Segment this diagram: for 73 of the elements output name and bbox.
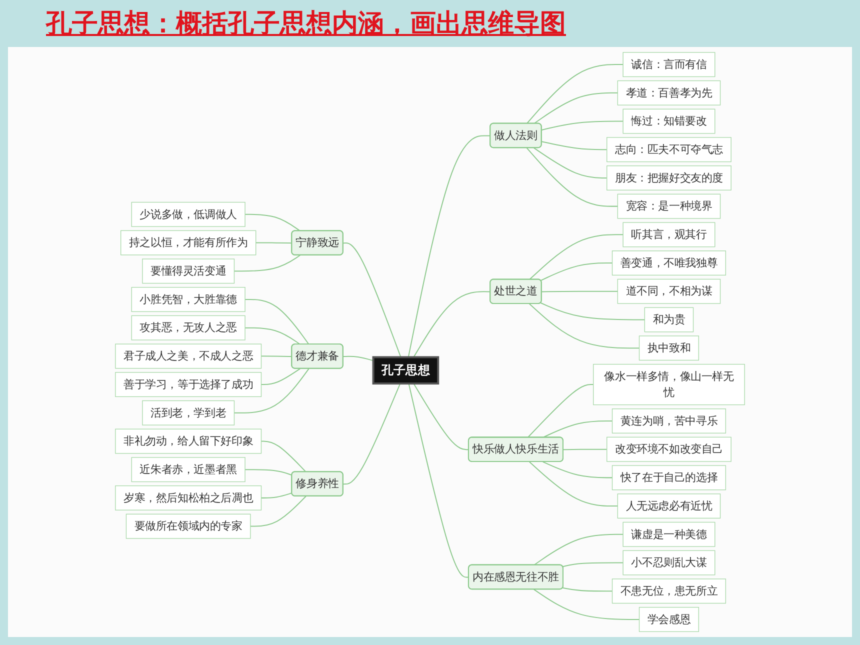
connector — [245, 327, 300, 345]
node-box: 朋友：把握好交友的度 — [606, 165, 732, 190]
node-box: 和为贵 — [644, 307, 694, 332]
title: 孔子思想：概括孔子思想内涵，画出思维导图 — [46, 8, 566, 41]
node-box: 志向：匹夫不可夺气志 — [606, 137, 732, 162]
connector — [540, 262, 612, 281]
connector — [534, 534, 624, 566]
connector — [250, 496, 306, 527]
connector — [234, 368, 310, 414]
node-box: 少说多做，低调做人 — [131, 202, 246, 227]
connector — [234, 254, 300, 272]
node-box: 非礼勿动，给人留下好印象 — [115, 428, 262, 454]
connector — [542, 420, 612, 438]
connector — [563, 448, 607, 450]
connector — [529, 461, 618, 507]
node-box: 攻其恶，无攻人之恶 — [131, 315, 246, 340]
node-box: 活到老，学到老 — [142, 400, 235, 426]
connector — [408, 135, 490, 358]
connector — [542, 141, 607, 150]
connector — [534, 148, 607, 178]
connector — [256, 242, 292, 244]
node-box: 悔过：知错要改 — [622, 108, 716, 134]
node-box: 要懂得灵活变通 — [142, 258, 235, 284]
node-box: 改变环境不如改变自己 — [606, 436, 732, 462]
connector — [542, 290, 618, 292]
node-box: 执中致和 — [638, 336, 700, 361]
connector — [534, 588, 640, 620]
node-box: 人无远虑必有近忧 — [617, 494, 721, 519]
node-box: 要做所在领域内的专家 — [126, 514, 251, 539]
node-box: 学会感恩 — [638, 606, 700, 632]
connector — [562, 587, 612, 592]
connector — [562, 562, 624, 568]
connector — [261, 356, 292, 358]
node-box: 近朱者赤，近墨者黑 — [131, 457, 246, 482]
connector — [343, 242, 402, 358]
node-box: 谦虚是一种美德 — [622, 522, 716, 547]
node-box: 持之以恒，才能有所作为 — [120, 230, 256, 256]
node-box: 岁寒，然后知松柏之后凋也 — [115, 485, 262, 510]
node-box: 善于学习，等于选择了成功 — [115, 372, 262, 398]
connector — [413, 291, 490, 358]
node-box: 诚信：言而有信 — [622, 52, 716, 78]
node-box: 孔子思想 — [372, 356, 440, 385]
connector — [261, 368, 300, 386]
node-box: 孝道：百善孝为先 — [617, 80, 721, 106]
node-box: 不患无位，患无所立 — [612, 578, 726, 604]
connector — [245, 298, 310, 345]
node-box: 善变通，不唯我独尊 — [612, 250, 726, 276]
connector — [527, 384, 594, 438]
node-box: 像水一样多情，像山一样无忧 — [593, 364, 745, 406]
connector — [408, 383, 469, 578]
connector — [542, 120, 624, 130]
connector — [526, 64, 624, 124]
connector — [343, 383, 401, 485]
connector — [540, 302, 645, 320]
node-box: 小胜凭智，大胜靠德 — [131, 286, 246, 312]
connector — [526, 148, 618, 207]
node-box: 小不忍则乱大谋 — [622, 550, 716, 576]
node-box: 黄连为哨，苦中寻乐 — [612, 408, 726, 434]
connector — [245, 469, 292, 476]
connector — [529, 303, 640, 349]
connector — [542, 461, 612, 478]
node-box: 听其言，观其行 — [622, 222, 716, 248]
connector — [245, 214, 300, 232]
connector — [261, 440, 306, 472]
connector — [529, 234, 624, 280]
connector — [413, 383, 469, 450]
node-box: 宽容：是一种境界 — [617, 194, 721, 219]
node-box: 君子成人之美，不成人之恶 — [115, 344, 262, 369]
connector — [534, 92, 618, 124]
node-box: 快了在于自己的选择 — [612, 465, 726, 490]
node-box: 道不同，不相为谋 — [617, 278, 721, 304]
connector — [343, 356, 374, 362]
connector — [261, 492, 292, 498]
